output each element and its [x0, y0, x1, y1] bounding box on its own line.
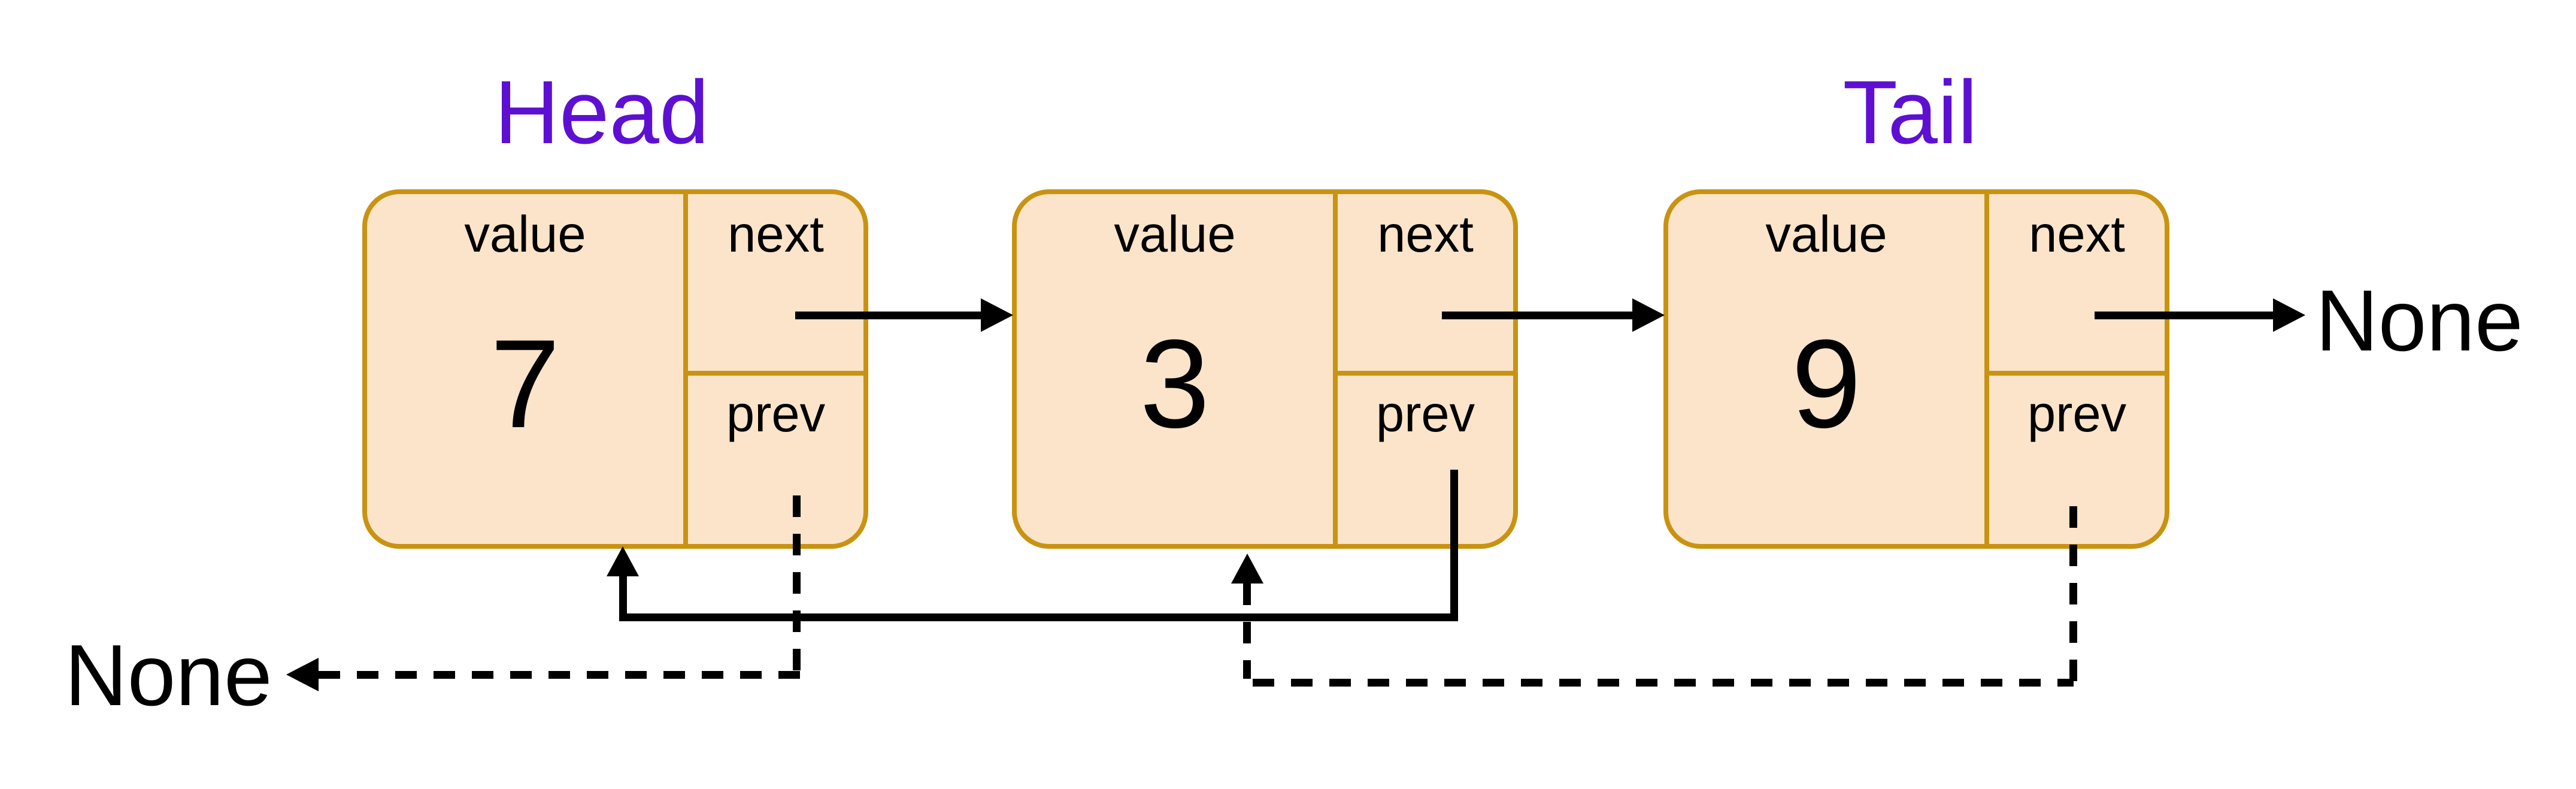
- node-2-vertical-divider: [1333, 194, 1338, 544]
- node-1-value-field-label: value: [464, 206, 586, 263]
- node-3-horizontal-divider: [1984, 371, 2165, 376]
- arrow-up-icon: [1231, 554, 1263, 584]
- prev-pointer-1-horizontal-dashed-line: [319, 671, 801, 679]
- arrow-right-icon: [2273, 298, 2305, 332]
- node-1-next-field-label: next: [728, 206, 824, 263]
- node-3-prev-field-label: prev: [2027, 386, 2127, 443]
- arrow-left-icon: [286, 658, 319, 691]
- prev-none-label: None: [65, 627, 272, 724]
- next-pointer-1-line: [795, 312, 984, 319]
- prev-pointer-1-down-dashed-line: [793, 495, 801, 675]
- next-none-label: None: [2316, 272, 2523, 369]
- node-3-value: 9: [1791, 313, 1862, 454]
- next-pointer-2-line: [1442, 312, 1636, 319]
- tail-label: Tail: [1842, 62, 1978, 162]
- prev-pointer-2-horizontal-line: [619, 613, 1457, 621]
- prev-pointer-2-down-line: [1450, 470, 1458, 621]
- node-1-vertical-divider: [683, 194, 688, 544]
- next-pointer-3-line: [2095, 312, 2277, 319]
- node-2-value-field-label: value: [1114, 206, 1236, 263]
- node-2-horizontal-divider: [1333, 371, 1513, 376]
- node-1-horizontal-divider: [683, 371, 863, 376]
- prev-pointer-3-down-dashed-line: [2069, 506, 2077, 683]
- prev-pointer-2-up-line: [619, 575, 627, 617]
- arrow-right-icon: [1632, 298, 1665, 332]
- list-node-3: value 9 next prev: [1663, 189, 2169, 549]
- node-3-value-field-label: value: [1765, 206, 1887, 263]
- node-2-next-field-label: next: [1377, 206, 1474, 263]
- node-1-value: 7: [490, 313, 560, 454]
- node-2-prev-field-label: prev: [1375, 386, 1475, 443]
- node-3-vertical-divider: [1984, 194, 1989, 544]
- list-node-1: value 7 next prev: [362, 189, 868, 549]
- list-node-2: value 3 next prev: [1012, 189, 1518, 549]
- arrow-up-icon: [607, 546, 639, 576]
- node-2-value: 3: [1139, 313, 1210, 454]
- head-label: Head: [494, 62, 710, 162]
- prev-pointer-3-horizontal-dashed-line: [1253, 679, 2074, 687]
- node-1-prev-field-label: prev: [726, 386, 826, 443]
- prev-pointer-3-up-dashed-line: [1243, 584, 1251, 679]
- node-3-next-field-label: next: [2029, 206, 2125, 263]
- arrow-right-icon: [981, 298, 1013, 332]
